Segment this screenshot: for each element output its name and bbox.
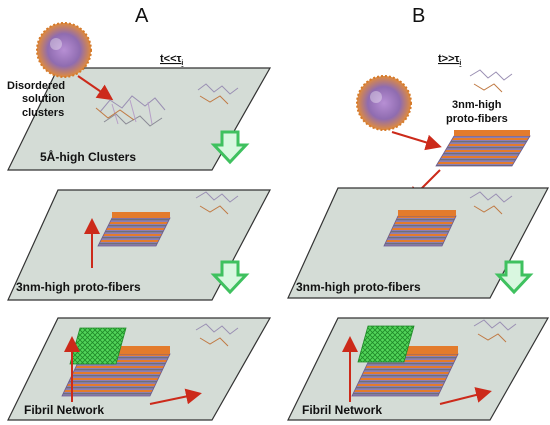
green-arrow-a2 <box>210 260 250 295</box>
panel-b-time-label: t>>τi <box>438 53 461 67</box>
arrow-horizontal-b2 <box>439 387 492 405</box>
svg-text:proto-fibers: proto-fibers <box>446 113 508 125</box>
svg-text:solution: solution <box>22 93 65 105</box>
svg-text:Disordered: Disordered <box>7 80 65 92</box>
small-molecule-a2 <box>195 191 239 215</box>
stage-label-a2: 3nm-high proto-fibers <box>16 280 141 294</box>
stage-label-a3: Fibril Network <box>24 403 104 417</box>
panel-b: B t>>τi 3nm-high proto-fibers <box>287 5 550 421</box>
small-molecule-b2 <box>473 319 517 343</box>
panel-b-letter: B <box>412 5 425 27</box>
svg-text:3nm-high: 3nm-high <box>452 99 502 111</box>
protofiber-b1 <box>383 210 457 247</box>
source-label-a: Disordered solution clusters <box>7 80 65 119</box>
arrow-blob-to-clusters <box>77 75 114 101</box>
svg-text:clusters: clusters <box>22 107 64 119</box>
stage-label-b2: Fibril Network <box>302 403 382 417</box>
small-molecule-b-top <box>469 69 513 93</box>
panel-a-time-label: t<<τi <box>160 53 183 67</box>
arrow-blob-to-protofiber-b <box>391 131 442 151</box>
disordered-cluster-blob-b <box>356 75 412 131</box>
small-molecule-b1 <box>469 191 513 215</box>
arrow-horizontal-a3 <box>149 388 202 405</box>
plane-a1 <box>7 67 272 171</box>
panel-a-letter: A <box>135 5 149 27</box>
stage-label-a1: 5Å-high Clusters <box>40 149 136 164</box>
panel-a: A t<<τi Disordered solution clusters <box>7 5 272 421</box>
disordered-cluster-blob-a <box>36 22 92 78</box>
protofiber-label-b: 3nm-high proto-fibers <box>446 99 508 125</box>
fibril-network-b2 <box>351 325 459 397</box>
protofiber-a2 <box>97 212 171 247</box>
green-arrow-b1 <box>494 260 534 295</box>
small-molecule-a3 <box>195 323 239 347</box>
floating-protofiber-b <box>435 130 531 167</box>
fibril-network-a3 <box>61 327 171 397</box>
cluster-molecules-a1 <box>95 83 239 127</box>
green-arrow-a1 <box>210 130 250 165</box>
stage-label-b1: 3nm-high proto-fibers <box>296 280 421 294</box>
